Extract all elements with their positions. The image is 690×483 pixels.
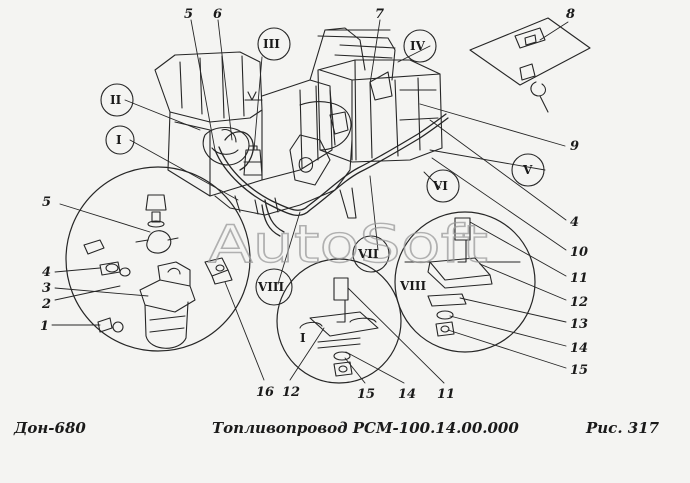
callout-labels: 5 6 7 8 9 4 10 11 12 13 14 15 5 4 3 2 1 … [40, 7, 588, 402]
detail-label-viii: VIII [399, 279, 427, 293]
view-labels: II I III IV V VI VII VIII VIII I [110, 37, 533, 345]
callout-5-left: 5 [42, 195, 51, 210]
detail-circle-i [276, 258, 402, 384]
callout-1: 1 [40, 319, 49, 334]
view-label-vi: VI [432, 179, 448, 193]
clip-inset-8 [469, 17, 591, 113]
view-marker-i [105, 125, 135, 155]
callout-8: 8 [566, 7, 575, 22]
callout-12-b: 12 [282, 385, 300, 400]
view-marker-ii [100, 83, 134, 117]
callout-4-right: 4 [570, 215, 579, 230]
filter-on-engine [243, 145, 263, 176]
callout-7: 7 [375, 7, 384, 22]
figure-number: Рис. 317 [586, 419, 660, 437]
callout-10: 10 [570, 245, 588, 260]
callout-12-a: 12 [570, 295, 588, 310]
view-marker-vi [426, 169, 460, 203]
model-label: Дон-680 [14, 419, 86, 437]
fuel-lines [214, 113, 449, 237]
callout-9: 9 [570, 139, 579, 154]
clamp-detail-viii [404, 217, 521, 337]
callout-15-a: 15 [570, 363, 588, 378]
callout-15-b: 15 [357, 387, 375, 402]
callout-11-b: 11 [437, 387, 455, 402]
view-label-iii: III [263, 37, 280, 51]
callout-16: 16 [256, 385, 274, 400]
callout-6: 6 [213, 7, 222, 22]
engine-assembly [154, 27, 396, 219]
callout-5-top: 5 [184, 7, 193, 22]
callout-13: 13 [570, 317, 588, 332]
callout-11-a: 11 [570, 271, 588, 286]
view-label-vii: VII [357, 247, 379, 261]
view-marker-iii [257, 27, 291, 61]
view-marker-viii [255, 268, 293, 306]
view-marker-iv [403, 29, 437, 63]
view-label-i: I [116, 133, 122, 147]
detail-circle-viii [394, 211, 536, 353]
view-label-viii: VIII [257, 280, 285, 294]
view-marker-v [511, 153, 545, 187]
detail-circle-filter [65, 166, 251, 352]
detail-label-i: I [300, 331, 306, 345]
callout-2: 2 [41, 297, 51, 312]
callout-14-b: 14 [398, 387, 416, 402]
fuel-tank [317, 59, 443, 163]
fuel-line-diagram: AutoSoft 5 6 7 8 9 4 10 11 12 13 14 15 5… [40, 7, 591, 402]
leader-lines [51, 19, 569, 384]
callout-14-a: 14 [570, 341, 588, 356]
view-label-v: V [522, 163, 533, 177]
view-label-iv: IV [410, 39, 426, 53]
filter-assembly-detail [83, 194, 233, 349]
watermark-text: AutoSoft [208, 215, 488, 275]
diagram-title: Топливопровод РСМ-100.14.00.000 [212, 419, 519, 437]
callout-3: 3 [42, 281, 51, 296]
view-markers [100, 27, 545, 306]
view-label-ii: II [110, 93, 122, 107]
clamp-detail-i [299, 277, 379, 377]
view-marker-vii [352, 235, 390, 273]
callout-4-left: 4 [42, 265, 51, 280]
